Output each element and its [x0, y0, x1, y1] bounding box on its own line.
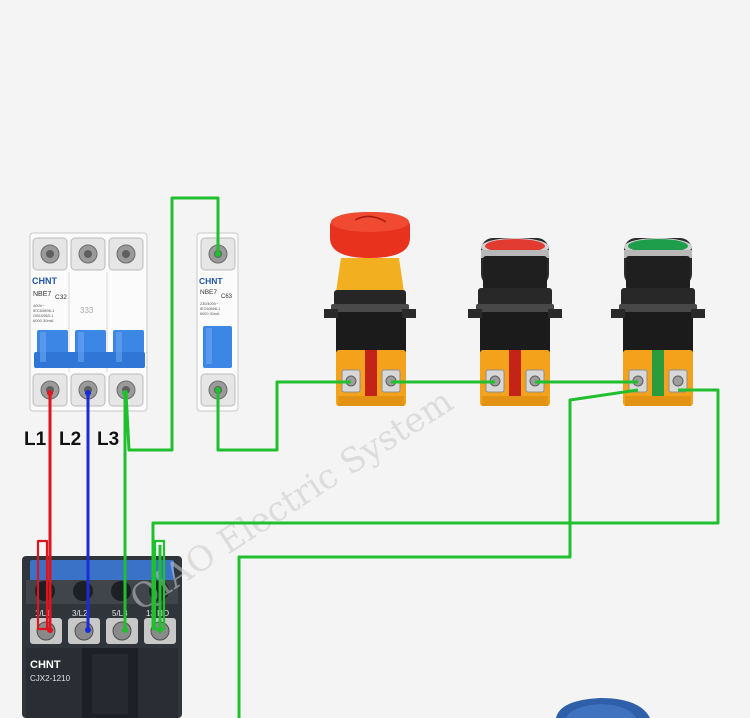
- wires: [36, 196, 720, 718]
- contactor-terminal-label: 13 NO: [146, 609, 169, 618]
- contactor-model: CJX2-1210: [30, 674, 71, 683]
- breaker-3p-spec: 400V~: [33, 303, 45, 308]
- wire-breaker-1p-to-estop: [216, 380, 351, 452]
- watermark: QIAO Electric System: [123, 381, 460, 619]
- phase-label-l3: L3: [97, 429, 119, 450]
- breaker-3-pole: CHNT NBE7 C32 400V~ IEC60898-1 GB10963.1…: [29, 232, 148, 412]
- breaker-1p-brand: CHNT: [199, 276, 223, 286]
- terminal-block-estop: [336, 350, 406, 406]
- contactor-terminal-label: 3/L2: [72, 609, 88, 618]
- contactor-brand: CHNT: [30, 659, 61, 671]
- breaker-3p-marking: 333: [80, 306, 94, 315]
- terminal-block-green: [623, 350, 693, 406]
- wire-green-button-to-contactor-no: [237, 388, 639, 718]
- breaker-3p-spec: 6000 30mA: [33, 318, 54, 323]
- breaker-3p-rating: C32: [55, 294, 67, 301]
- green-push-button[interactable]: [611, 238, 705, 354]
- terminal-block-red: [480, 350, 550, 406]
- phase-label-l1: L1: [24, 429, 47, 450]
- emergency-stop-button[interactable]: [324, 212, 416, 354]
- breaker-3p-model: NBE7: [33, 291, 51, 298]
- breaker-1p-rating: C63: [221, 294, 233, 300]
- red-push-button[interactable]: [468, 238, 562, 354]
- wire-l3-to-breaker-1p: [124, 196, 220, 452]
- contactor-terminal-label: 1/L1: [35, 609, 51, 618]
- breaker-1-pole: CHNT NBE7 C63 230/400V~ IEC60898-1 6000 …: [196, 232, 239, 412]
- breaker-1p-spec: 6000 30mA: [200, 312, 220, 316]
- breaker-1p-model: NBE7: [200, 289, 217, 296]
- phase-label-l2: L2: [59, 429, 81, 450]
- breaker-3p-spec: GB10963.1: [33, 313, 54, 318]
- wire-green-button-out-to-contactor: [151, 388, 720, 630]
- breaker-1p-handle[interactable]: [203, 326, 232, 368]
- breaker-3p-brand: CHNT: [32, 276, 57, 286]
- breaker-3p-handle[interactable]: [34, 330, 145, 368]
- contactor-terminal-label: 5/L3: [112, 609, 128, 618]
- breaker-3p-spec: IEC60898-1: [33, 308, 55, 313]
- breaker-1p-spec: IEC60898-1: [200, 307, 220, 311]
- wire-terminations: [47, 251, 221, 633]
- breaker-1p-spec: 230/400V~: [200, 302, 219, 306]
- wire-l1-loop: [36, 539, 49, 631]
- device-fragment-bottom-right: [556, 698, 650, 718]
